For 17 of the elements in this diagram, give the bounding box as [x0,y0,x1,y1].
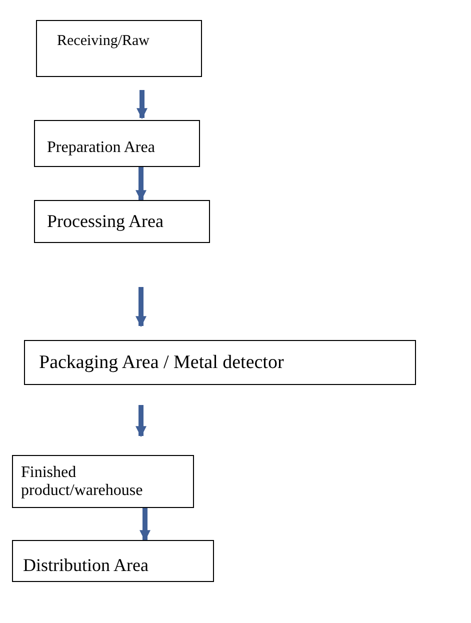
process-box [12,455,194,508]
box-label: Packaging Area / Metal detector [39,352,284,374]
box-label: Preparation Area [47,138,155,156]
box-label: Distribution Area [23,554,148,576]
box-label: Receiving/Raw [57,33,150,50]
box-label: Finished product/warehouse [21,464,144,500]
process-box [34,200,210,243]
process-box [12,540,214,582]
process-box [36,20,202,77]
arrow [136,405,146,438]
arrow [136,167,146,202]
process-box [24,340,416,385]
process-box [34,120,200,167]
box-label: Processing Area [47,211,164,232]
arrow [140,508,150,542]
arrow [136,90,148,120]
arrow [136,287,146,328]
